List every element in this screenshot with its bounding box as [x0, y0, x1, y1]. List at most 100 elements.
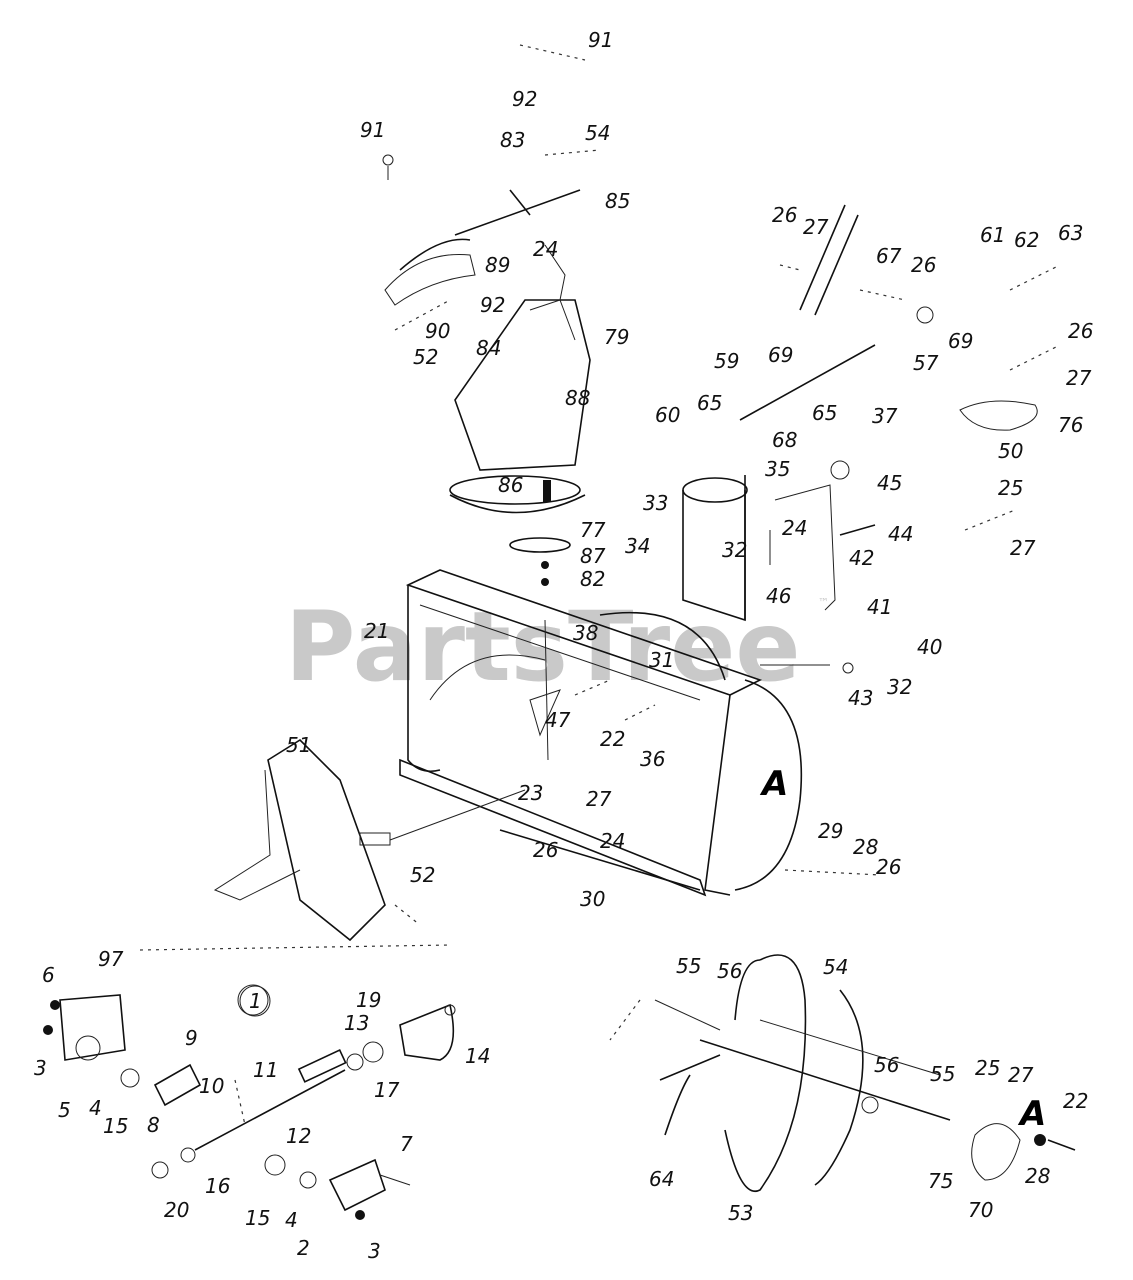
- part-label: 14: [465, 1044, 490, 1068]
- part-label: 15: [245, 1206, 270, 1230]
- part-label: 22: [600, 727, 625, 751]
- part-label: 2: [297, 1236, 310, 1260]
- part-label: 5: [58, 1098, 71, 1122]
- part-label: 4: [89, 1096, 102, 1120]
- part-label: 59: [714, 349, 739, 373]
- part-label: 64: [649, 1167, 674, 1191]
- part-label: 65: [697, 391, 722, 415]
- part-label: 38: [573, 621, 598, 645]
- part-label: 79: [604, 325, 629, 349]
- part-label: 27: [1010, 536, 1036, 560]
- chute-control-assembly: [739, 204, 1061, 531]
- part-label: 47: [545, 708, 571, 732]
- part-label: 43: [848, 686, 873, 710]
- part-label: 35: [765, 457, 790, 481]
- auger: [609, 954, 1076, 1192]
- auger-shaft-assembly: [43, 944, 456, 1220]
- part-label: 24: [533, 237, 558, 261]
- auger-housing: [399, 569, 881, 897]
- part-label: 85: [605, 189, 630, 213]
- part-label: 4: [285, 1208, 298, 1232]
- part-label: 27: [1008, 1063, 1034, 1087]
- part-label: 23: [518, 781, 543, 805]
- part-label: 52: [410, 863, 435, 887]
- chute-assembly: [382, 44, 601, 586]
- part-label: 54: [823, 955, 848, 979]
- part-label: 26: [911, 253, 936, 277]
- part-label: 3: [34, 1056, 47, 1080]
- part-label: 6: [42, 963, 55, 987]
- part-label: 63: [1058, 221, 1083, 245]
- part-label: 84: [476, 336, 501, 360]
- part-label: 27: [1066, 366, 1092, 390]
- part-label: 26: [772, 203, 797, 227]
- part-label: 91: [360, 118, 385, 142]
- part-label: 62: [1014, 228, 1039, 252]
- chute-base: [682, 460, 876, 622]
- part-label: 33: [643, 491, 668, 515]
- part-label: 61: [980, 223, 1005, 247]
- part-label: 25: [975, 1056, 1000, 1080]
- section-marker-a-housing: A: [759, 764, 788, 804]
- part-label: 29: [818, 819, 843, 843]
- part-label: 52: [413, 345, 438, 369]
- part-label: 36: [640, 747, 665, 771]
- part-label: 65: [812, 401, 837, 425]
- section-marker-circled-one: 1: [249, 989, 262, 1013]
- part-label: 26: [876, 855, 901, 879]
- part-label: 15: [103, 1114, 128, 1138]
- part-label: 50: [998, 439, 1023, 463]
- part-label: 92: [480, 293, 505, 317]
- part-label: 22: [1063, 1089, 1088, 1113]
- part-label: 30: [580, 887, 605, 911]
- part-label: 25: [998, 476, 1023, 500]
- part-label: 75: [928, 1169, 953, 1193]
- part-label: 27: [586, 787, 612, 811]
- part-label: 34: [625, 534, 650, 558]
- part-label: 28: [1025, 1164, 1050, 1188]
- part-label: 97: [98, 947, 124, 971]
- part-label: 24: [600, 829, 625, 853]
- part-label: 24: [782, 516, 807, 540]
- part-label: 17: [374, 1078, 400, 1102]
- part-label: 12: [286, 1124, 311, 1148]
- part-label: 31: [649, 648, 674, 672]
- part-label: 86: [498, 473, 523, 497]
- part-label: 69: [948, 329, 973, 353]
- part-label: 19: [356, 988, 381, 1012]
- part-label: 83: [500, 128, 525, 152]
- part-label: 16: [205, 1174, 230, 1198]
- part-label: 32: [887, 675, 912, 699]
- part-label: 87: [580, 544, 606, 568]
- part-label: 9: [185, 1026, 198, 1050]
- part-label: 76: [1058, 413, 1083, 437]
- part-label: 55: [930, 1062, 955, 1086]
- part-label: 41: [867, 595, 892, 619]
- part-label: 51: [286, 733, 311, 757]
- part-label: 56: [874, 1053, 899, 1077]
- part-label: 21: [364, 619, 389, 643]
- part-label: 57: [913, 351, 939, 375]
- part-label: 27: [803, 215, 829, 239]
- part-label: 77: [580, 518, 606, 542]
- part-label: 90: [425, 319, 450, 343]
- part-label: 68: [772, 428, 797, 452]
- part-label: 26: [1068, 319, 1093, 343]
- part-label: 44: [888, 522, 913, 546]
- part-label: 69: [768, 343, 793, 367]
- part-label: 20: [164, 1198, 189, 1222]
- part-label: 7: [400, 1132, 413, 1156]
- part-label: 13: [344, 1011, 369, 1035]
- part-labels: 91 92 91 83 54 85 89 24 92 90 52 79 84 8…: [34, 28, 1093, 1263]
- gearbox-frame: [213, 738, 526, 942]
- part-label: 28: [853, 835, 878, 859]
- part-label: 32: [722, 538, 747, 562]
- part-label: 8: [147, 1113, 160, 1137]
- part-label: 92: [512, 87, 537, 111]
- part-label: 40: [917, 635, 942, 659]
- part-label: 45: [877, 471, 902, 495]
- part-label: 55: [676, 954, 701, 978]
- part-label: 54: [585, 121, 610, 145]
- part-label: 89: [485, 253, 510, 277]
